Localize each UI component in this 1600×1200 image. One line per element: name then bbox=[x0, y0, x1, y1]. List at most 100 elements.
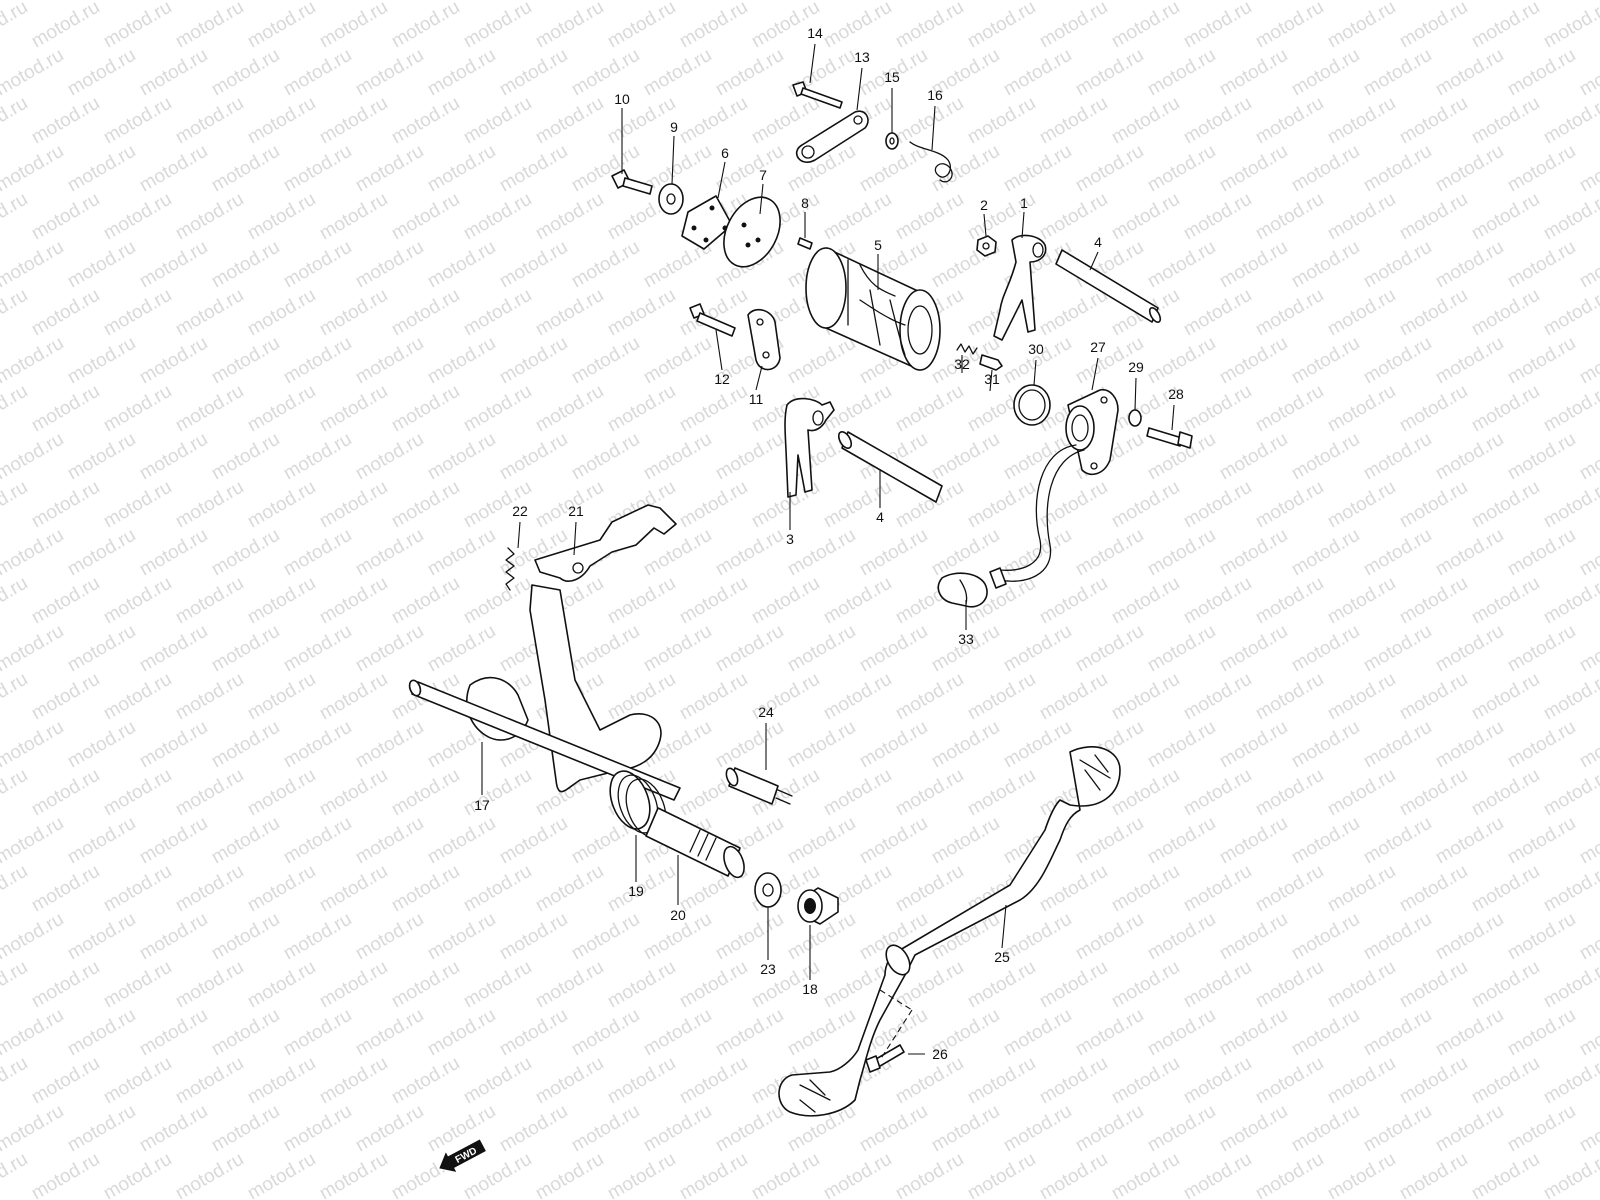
watermark-text: motod.ru bbox=[1144, 621, 1219, 677]
watermark-text: motod.ru bbox=[1324, 93, 1399, 149]
callout-20: 20 bbox=[670, 907, 686, 923]
watermark-text: motod.ru bbox=[1540, 1053, 1600, 1109]
watermark-text: motod.ru bbox=[244, 189, 319, 245]
part-23-washer bbox=[754, 872, 782, 908]
watermark-text: motod.ru bbox=[928, 0, 1003, 4]
watermark-text: motod.ru bbox=[1360, 909, 1435, 965]
watermark-text: motod.ru bbox=[712, 909, 787, 965]
watermark-text: motod.ru bbox=[1432, 45, 1507, 101]
watermark-text: motod.ru bbox=[352, 525, 427, 581]
watermark-text: motod.ru bbox=[424, 237, 499, 293]
watermark-text: motod.ru bbox=[1144, 45, 1219, 101]
watermark-text: motod.ru bbox=[1396, 1149, 1471, 1200]
watermark-text: motod.ru bbox=[28, 381, 103, 437]
part-17-shaft-plate bbox=[408, 584, 681, 801]
watermark-text: motod.ru bbox=[928, 813, 1003, 869]
watermark-text: motod.ru bbox=[0, 1149, 31, 1200]
watermark-text: motod.ru bbox=[712, 1005, 787, 1061]
watermark-text: motod.ru bbox=[64, 525, 139, 581]
watermark-text: motod.ru bbox=[1396, 573, 1471, 629]
watermark-text: motod.ru bbox=[1288, 1005, 1363, 1061]
watermark-text: motod.ru bbox=[1504, 333, 1579, 389]
watermark-text: motod.ru bbox=[1000, 141, 1075, 197]
watermark-text: motod.ru bbox=[244, 573, 319, 629]
watermark-text: motod.ru bbox=[532, 1053, 607, 1109]
watermark-text: motod.ru bbox=[640, 45, 715, 101]
watermark-text: motod.ru bbox=[1324, 1149, 1399, 1200]
watermark-text: motod.ru bbox=[1288, 45, 1363, 101]
watermark-text: motod.ru bbox=[208, 1101, 283, 1157]
watermark-text: motod.ru bbox=[1288, 621, 1363, 677]
watermark-text: motod.ru bbox=[532, 285, 607, 341]
callout-4-lower: 4 bbox=[876, 509, 884, 525]
part-6-plate bbox=[681, 195, 733, 250]
watermark-text: motod.ru bbox=[856, 525, 931, 581]
watermark-text: motod.ru bbox=[1252, 0, 1327, 52]
watermark-text: motod.ru bbox=[1504, 717, 1579, 773]
watermark-text: motod.ru bbox=[1000, 0, 1075, 4]
watermark-text: motod.ru bbox=[568, 621, 643, 677]
watermark-text: motod.ru bbox=[568, 1101, 643, 1157]
watermark-text: motod.ru bbox=[1180, 669, 1255, 725]
watermark-text: motod.ru bbox=[1288, 525, 1363, 581]
watermark-text: motod.ru bbox=[316, 861, 391, 917]
watermark-text: motod.ru bbox=[0, 93, 31, 149]
watermark-text: motod.ru bbox=[1360, 1005, 1435, 1061]
watermark-text: motod.ru bbox=[460, 1053, 535, 1109]
watermark-text: motod.ru bbox=[64, 717, 139, 773]
watermark-text: motod.ru bbox=[316, 477, 391, 533]
watermark-text: motod.ru bbox=[1396, 93, 1471, 149]
watermark-text: motod.ru bbox=[532, 957, 607, 1013]
watermark-text: motod.ru bbox=[100, 573, 175, 629]
watermark-text: motod.ru bbox=[1432, 1101, 1507, 1157]
watermark-text: motod.ru bbox=[136, 813, 211, 869]
watermark-text: motod.ru bbox=[1396, 765, 1471, 821]
watermark-text: motod.ru bbox=[388, 477, 463, 533]
watermark-text: motod.ru bbox=[0, 1053, 31, 1109]
watermark-text: motod.ru bbox=[460, 285, 535, 341]
watermark-text: motod.ru bbox=[604, 381, 679, 437]
watermark-text: motod.ru bbox=[1576, 1101, 1600, 1157]
watermark-text: motod.ru bbox=[676, 669, 751, 725]
watermark-text: motod.ru bbox=[604, 1053, 679, 1109]
watermark-text: motod.ru bbox=[316, 381, 391, 437]
watermark-text: motod.ru bbox=[1324, 1053, 1399, 1109]
watermark-text: motod.ru bbox=[280, 333, 355, 389]
callout-1: 1 bbox=[1020, 195, 1028, 211]
watermark-text: motod.ru bbox=[388, 381, 463, 437]
part-7-cam-plate bbox=[723, 196, 781, 268]
watermark-text: motod.ru bbox=[352, 1005, 427, 1061]
watermark-text: motod.ru bbox=[1252, 765, 1327, 821]
watermark-text: motod.ru bbox=[1468, 189, 1543, 245]
watermark-text: motod.ru bbox=[1252, 381, 1327, 437]
watermark-text: motod.ru bbox=[100, 0, 175, 52]
watermark-text: motod.ru bbox=[1144, 717, 1219, 773]
watermark-text: motod.ru bbox=[1432, 909, 1507, 965]
watermark-text: motod.ru bbox=[172, 477, 247, 533]
watermark-text: motod.ru bbox=[0, 333, 67, 389]
watermark-text: motod.ru bbox=[1576, 909, 1600, 965]
watermark-text: motod.ru bbox=[1108, 669, 1183, 725]
callout-18: 18 bbox=[802, 981, 818, 997]
watermark-text: motod.ru bbox=[1216, 0, 1291, 4]
watermark-text: motod.ru bbox=[0, 429, 67, 485]
callout-13: 13 bbox=[854, 49, 870, 65]
watermark-text: motod.ru bbox=[100, 1053, 175, 1109]
watermark-text: motod.ru bbox=[424, 141, 499, 197]
callout-19: 19 bbox=[628, 883, 644, 899]
part-26-bolt bbox=[865, 1044, 905, 1073]
watermark-text: motod.ru bbox=[280, 237, 355, 293]
watermark-text: motod.ru bbox=[964, 765, 1039, 821]
watermark-text: motod.ru bbox=[28, 285, 103, 341]
watermark-text: motod.ru bbox=[1576, 0, 1600, 4]
watermark-text: motod.ru bbox=[208, 333, 283, 389]
watermark-text: motod.ru bbox=[496, 813, 571, 869]
watermark-text: motod.ru bbox=[1000, 1005, 1075, 1061]
watermark-text: motod.ru bbox=[280, 429, 355, 485]
watermark-text: motod.ru bbox=[172, 381, 247, 437]
watermark-text: motod.ru bbox=[0, 0, 31, 52]
watermark-text: motod.ru bbox=[496, 45, 571, 101]
part-31-pin bbox=[979, 354, 1003, 371]
watermark-text: motod.ru bbox=[172, 0, 247, 52]
callout-31: 31 bbox=[984, 371, 1000, 387]
